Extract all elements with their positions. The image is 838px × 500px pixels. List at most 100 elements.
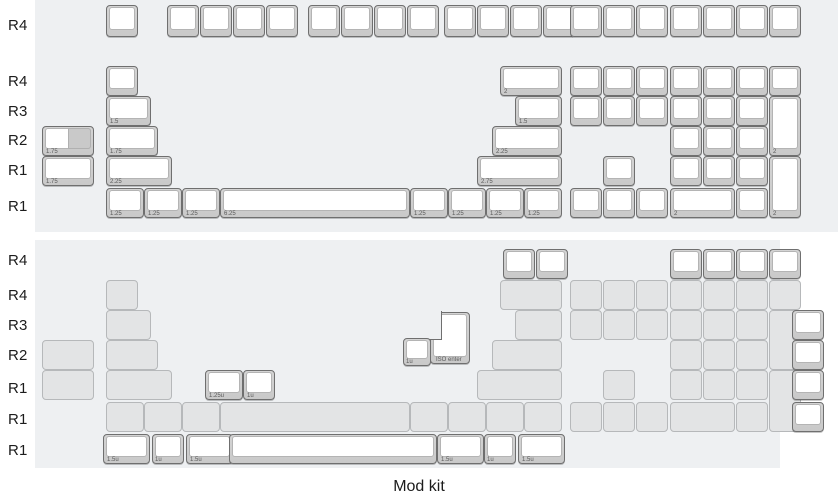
key-f3[interactable]: [233, 5, 265, 37]
key-shift-right-2-75u[interactable]: 2.75: [477, 156, 562, 186]
key-f5[interactable]: [308, 5, 340, 37]
key-nav-del[interactable]: [570, 96, 602, 126]
key-mod-top-b[interactable]: [536, 249, 568, 279]
key-numpad-plus-2u[interactable]: 2: [769, 96, 801, 156]
key-np-4[interactable]: [769, 5, 801, 37]
key-mod-right-col-4[interactable]: [792, 402, 824, 432]
key-numpad-minus[interactable]: [769, 66, 801, 96]
key-nav-2[interactable]: [603, 5, 635, 37]
key-np-3[interactable]: [736, 5, 768, 37]
key-np-2[interactable]: [703, 5, 735, 37]
row-label-m-r1-a: R1: [8, 380, 28, 397]
key-numpad-9[interactable]: [736, 96, 768, 126]
key-tab-1u[interactable]: [106, 66, 138, 96]
key-f11[interactable]: [510, 5, 542, 37]
row-label-r4-fn: R4: [8, 17, 28, 34]
key-nav-3[interactable]: [636, 5, 668, 37]
key-mod-right-col-3[interactable]: [792, 370, 824, 400]
key-caps-1-75u[interactable]: 1.75: [106, 126, 158, 156]
key-numpad-7[interactable]: [670, 96, 702, 126]
key-mod-top-a[interactable]: [503, 249, 535, 279]
key-mod-bottom-1u-a[interactable]: 1u: [152, 434, 184, 464]
key-mod-bottom-1-5u-b[interactable]: 1.5u: [186, 434, 233, 464]
key-mod-right-col-1[interactable]: [792, 310, 824, 340]
key-iso-enter[interactable]: ISO enter: [429, 311, 470, 364]
ghost-key-shift-r-2-75u: [477, 370, 562, 400]
key-backspace-2u[interactable]: 2: [500, 66, 562, 96]
key-numpad-div[interactable]: [703, 66, 735, 96]
key-f12[interactable]: [543, 5, 575, 37]
ghost-key-np-3: [736, 370, 768, 400]
key-mod-bottom-1-5u-a[interactable]: 1.5u: [103, 434, 150, 464]
key-numpad-mul[interactable]: [736, 66, 768, 96]
key-f8[interactable]: [407, 5, 439, 37]
ghost-key-np-dot: [736, 402, 768, 432]
key-f7[interactable]: [374, 5, 406, 37]
key-f9[interactable]: [444, 5, 476, 37]
key-numpad-num[interactable]: [670, 66, 702, 96]
key-esc[interactable]: [106, 5, 138, 37]
key-size-label: 1.75: [46, 149, 58, 155]
ghost-key-mod-c: [182, 402, 220, 432]
key-mod-1-25u-f[interactable]: 1.25: [486, 188, 524, 218]
ghost-key-backspace-2u: [500, 280, 562, 310]
key-numpad-2[interactable]: [703, 156, 735, 186]
key-nav-pgdn[interactable]: [636, 96, 668, 126]
key-mod-bottom-spacebar[interactable]: [229, 434, 437, 464]
key-mod-1-25u-g[interactable]: 1.25: [524, 188, 562, 218]
key-tab-1-5u[interactable]: 1.5: [106, 96, 151, 126]
key-size-label: 1u: [406, 359, 413, 365]
key-mod-np-1[interactable]: [670, 249, 702, 279]
key-numpad-enter-2u[interactable]: 2: [769, 156, 801, 218]
key-mod-1-25u-d[interactable]: 1.25: [410, 188, 448, 218]
key-f4[interactable]: [266, 5, 298, 37]
key-f2[interactable]: [200, 5, 232, 37]
key-nav-ins[interactable]: [570, 66, 602, 96]
key-f1[interactable]: [167, 5, 199, 37]
key-nav-pgup[interactable]: [636, 66, 668, 96]
key-numpad-0-2u[interactable]: 2: [670, 188, 735, 218]
key-nav-home[interactable]: [603, 66, 635, 96]
key-numpad-6[interactable]: [736, 126, 768, 156]
key-numpad-8[interactable]: [703, 96, 735, 126]
key-size-label: 2: [674, 211, 678, 217]
key-np-1[interactable]: [670, 5, 702, 37]
key-mod-1-25u-e[interactable]: 1.25: [448, 188, 486, 218]
key-size-label: ISO enter: [436, 357, 462, 363]
key-size-label: 1.25: [414, 211, 426, 217]
key-mod-np-2[interactable]: [703, 249, 735, 279]
key-mod-iso-1u[interactable]: 1u: [403, 338, 431, 366]
key-numpad-5[interactable]: [703, 126, 735, 156]
key-backslash-1-5u[interactable]: 1.5: [515, 96, 562, 126]
row-label-m-r4-fn: R4: [8, 252, 28, 269]
key-mod-np-3[interactable]: [736, 249, 768, 279]
key-nav-end[interactable]: [603, 96, 635, 126]
key-nav-1[interactable]: [570, 5, 602, 37]
key-spacebar-6-25u[interactable]: 6.25: [220, 188, 410, 218]
key-enter-2-25u[interactable]: 2.25: [492, 126, 562, 156]
key-mod-1-25u-b[interactable]: 1.25: [144, 188, 182, 218]
key-numpad-1[interactable]: [670, 156, 702, 186]
key-mod-1-25u-a[interactable]: 1.25: [106, 188, 144, 218]
key-f10[interactable]: [477, 5, 509, 37]
key-numpad-4[interactable]: [670, 126, 702, 156]
key-numpad-3[interactable]: [736, 156, 768, 186]
key-size-label: 2: [504, 89, 508, 95]
key-f6[interactable]: [341, 5, 373, 37]
key-mod-bottom-1-5u-c[interactable]: 1.5u: [437, 434, 484, 464]
key-mod-np-4[interactable]: [769, 249, 801, 279]
key-mod-1-25u-c[interactable]: 1.25: [182, 188, 220, 218]
key-arrow-right[interactable]: [636, 188, 668, 218]
key-arrow-up[interactable]: [603, 156, 635, 186]
key-arrow-down[interactable]: [603, 188, 635, 218]
key-mod-right-col-2[interactable]: [792, 340, 824, 370]
key-mod-bottom-1-5u-d[interactable]: 1.5u: [518, 434, 565, 464]
key-mod-1-25u[interactable]: 1.25u: [205, 370, 243, 400]
key-caps-stepped-1-75u[interactable]: 1.75: [42, 126, 94, 156]
key-mod-1u[interactable]: 1u: [243, 370, 275, 400]
key-shift-left-1-75u[interactable]: 1.75: [42, 156, 94, 186]
key-mod-bottom-1u-b[interactable]: 1u: [484, 434, 516, 464]
key-shift-2-25u[interactable]: 2.25: [106, 156, 172, 186]
key-numpad-dot[interactable]: [736, 188, 768, 218]
key-arrow-left[interactable]: [570, 188, 602, 218]
